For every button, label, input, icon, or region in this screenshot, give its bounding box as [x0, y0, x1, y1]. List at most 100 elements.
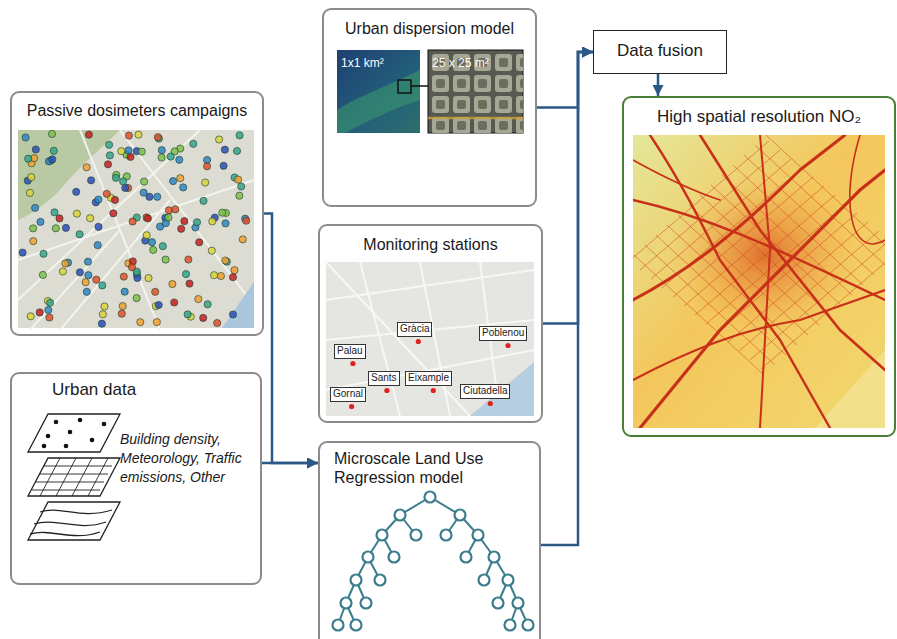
- map-hills: [18, 130, 120, 220]
- dosimeter-dot: [222, 257, 229, 264]
- dosimeter-dot: [193, 219, 200, 226]
- dosimeter-dot: [125, 147, 132, 154]
- dosimeter-dot: [171, 299, 178, 306]
- dosimeter-dot: [211, 272, 218, 279]
- fusion-box: Data fusion: [593, 30, 727, 74]
- dosimeter-dot: [236, 132, 243, 139]
- layer-dots: [42, 418, 107, 449]
- dosimeter-dot: [204, 163, 211, 170]
- no2-street-grid: [633, 135, 885, 375]
- fine-grid-image: [428, 50, 523, 133]
- block-courtyard: [520, 121, 523, 130]
- dosimeter-dot: [185, 256, 192, 263]
- box-heading: Monitoring stations: [320, 235, 541, 254]
- model-box: Urban dispersion model: [322, 8, 537, 207]
- dosimeter-dot: [220, 162, 227, 169]
- dosimeter-dot: [236, 192, 243, 199]
- station-name: Ciutadella: [460, 384, 510, 399]
- dosimeter-dot: [200, 314, 207, 321]
- dosimeter-dot: [47, 299, 54, 306]
- layer-shape: [28, 414, 120, 452]
- scale-label: 25 x 25 m²: [432, 56, 489, 70]
- station-name: Gràcia: [397, 322, 432, 337]
- flow-arrow: [657, 74, 660, 96]
- dosimeter-dot: [46, 314, 53, 321]
- dosimeter-dot: [118, 148, 125, 155]
- tree-node: [493, 598, 504, 609]
- city-block: [432, 96, 449, 113]
- dosimeter-dot: [83, 288, 90, 295]
- dosimeter-dot: [110, 210, 117, 217]
- dosimeter-dot: [162, 256, 169, 263]
- city-block: [432, 117, 449, 133]
- city-block: [516, 117, 523, 133]
- dosimeter-dot: [51, 209, 58, 216]
- block-courtyard: [457, 79, 466, 88]
- block-courtyard: [478, 79, 487, 88]
- dosimeter-dot: [165, 214, 172, 221]
- city-block: [516, 54, 523, 71]
- dosimeter-dot: [26, 189, 33, 196]
- dosimeter-dot: [120, 273, 127, 280]
- dosimeter-dot: [148, 239, 155, 246]
- dosimeter-dot: [49, 156, 56, 163]
- dosimeter-dot: [135, 131, 142, 138]
- dosimeter-dot: [200, 197, 207, 204]
- tree-node: [411, 530, 422, 541]
- dosimeter-dot: [178, 225, 185, 232]
- dosimeter-dot: [190, 140, 197, 147]
- dosimeter-dot: [28, 174, 35, 181]
- dosimeter-dot: [196, 239, 203, 246]
- dosimeter-dot: [229, 311, 236, 318]
- dosimeter-dot: [216, 136, 223, 143]
- station-dot: [488, 401, 493, 406]
- label-anchor: 1x1 km²: [341, 53, 384, 71]
- block-courtyard: [499, 79, 508, 88]
- dosimeter-dot: [121, 288, 128, 295]
- dosimeter-dot: [56, 215, 63, 222]
- dosimeter-dot: [243, 217, 250, 224]
- layer-shape: [28, 502, 120, 540]
- dosimeter-dot: [103, 190, 110, 197]
- tree-node: [351, 575, 362, 586]
- grid-street: [706, 204, 846, 324]
- city-block: [432, 75, 449, 92]
- tree-node: [377, 530, 388, 541]
- dosimeter-dot: [182, 271, 189, 278]
- block-courtyard: [499, 121, 508, 130]
- block-courtyard: [499, 58, 508, 67]
- city-block: [495, 75, 512, 92]
- label-anchor: Sants: [368, 367, 400, 386]
- dosimeter-dot: [59, 268, 66, 275]
- label-anchor: Poblenou: [479, 322, 527, 341]
- dosimeter-dot: [88, 177, 95, 184]
- dosimeter-dot: [52, 225, 59, 232]
- dosimeter-dot: [152, 288, 159, 295]
- dosimeter-dot: [143, 232, 150, 239]
- tree-node: [489, 552, 500, 563]
- tree-node: [389, 552, 400, 563]
- dosimeter-dot: [180, 184, 187, 191]
- dosimeter-dot: [104, 161, 111, 168]
- dosimeter-dot: [122, 184, 129, 191]
- dosimeter-dot: [29, 225, 36, 232]
- dosimeter-dot: [95, 196, 102, 203]
- campaign-box: Passive dosimeters campaigns: [10, 91, 264, 336]
- dosimeter-dot: [32, 146, 39, 153]
- map-streets: [18, 130, 254, 330]
- dosimeter-dot: [95, 223, 102, 230]
- station-dot: [431, 388, 436, 393]
- flow-arrow: [262, 462, 318, 465]
- city-block: [516, 75, 523, 92]
- grid-street: [678, 215, 808, 335]
- box-heading: Urban data: [52, 380, 222, 400]
- station-name: Sants: [368, 371, 400, 386]
- dosimeter-dot: [195, 296, 202, 303]
- dosimeter-dot: [129, 218, 136, 225]
- station-dot: [349, 404, 354, 409]
- box-heading: Data fusion: [594, 41, 726, 61]
- dosimeter-dot: [239, 236, 246, 243]
- dosimeter-dots: [19, 130, 250, 327]
- tree-node: [333, 620, 344, 631]
- dosimeter-dot: [177, 175, 184, 182]
